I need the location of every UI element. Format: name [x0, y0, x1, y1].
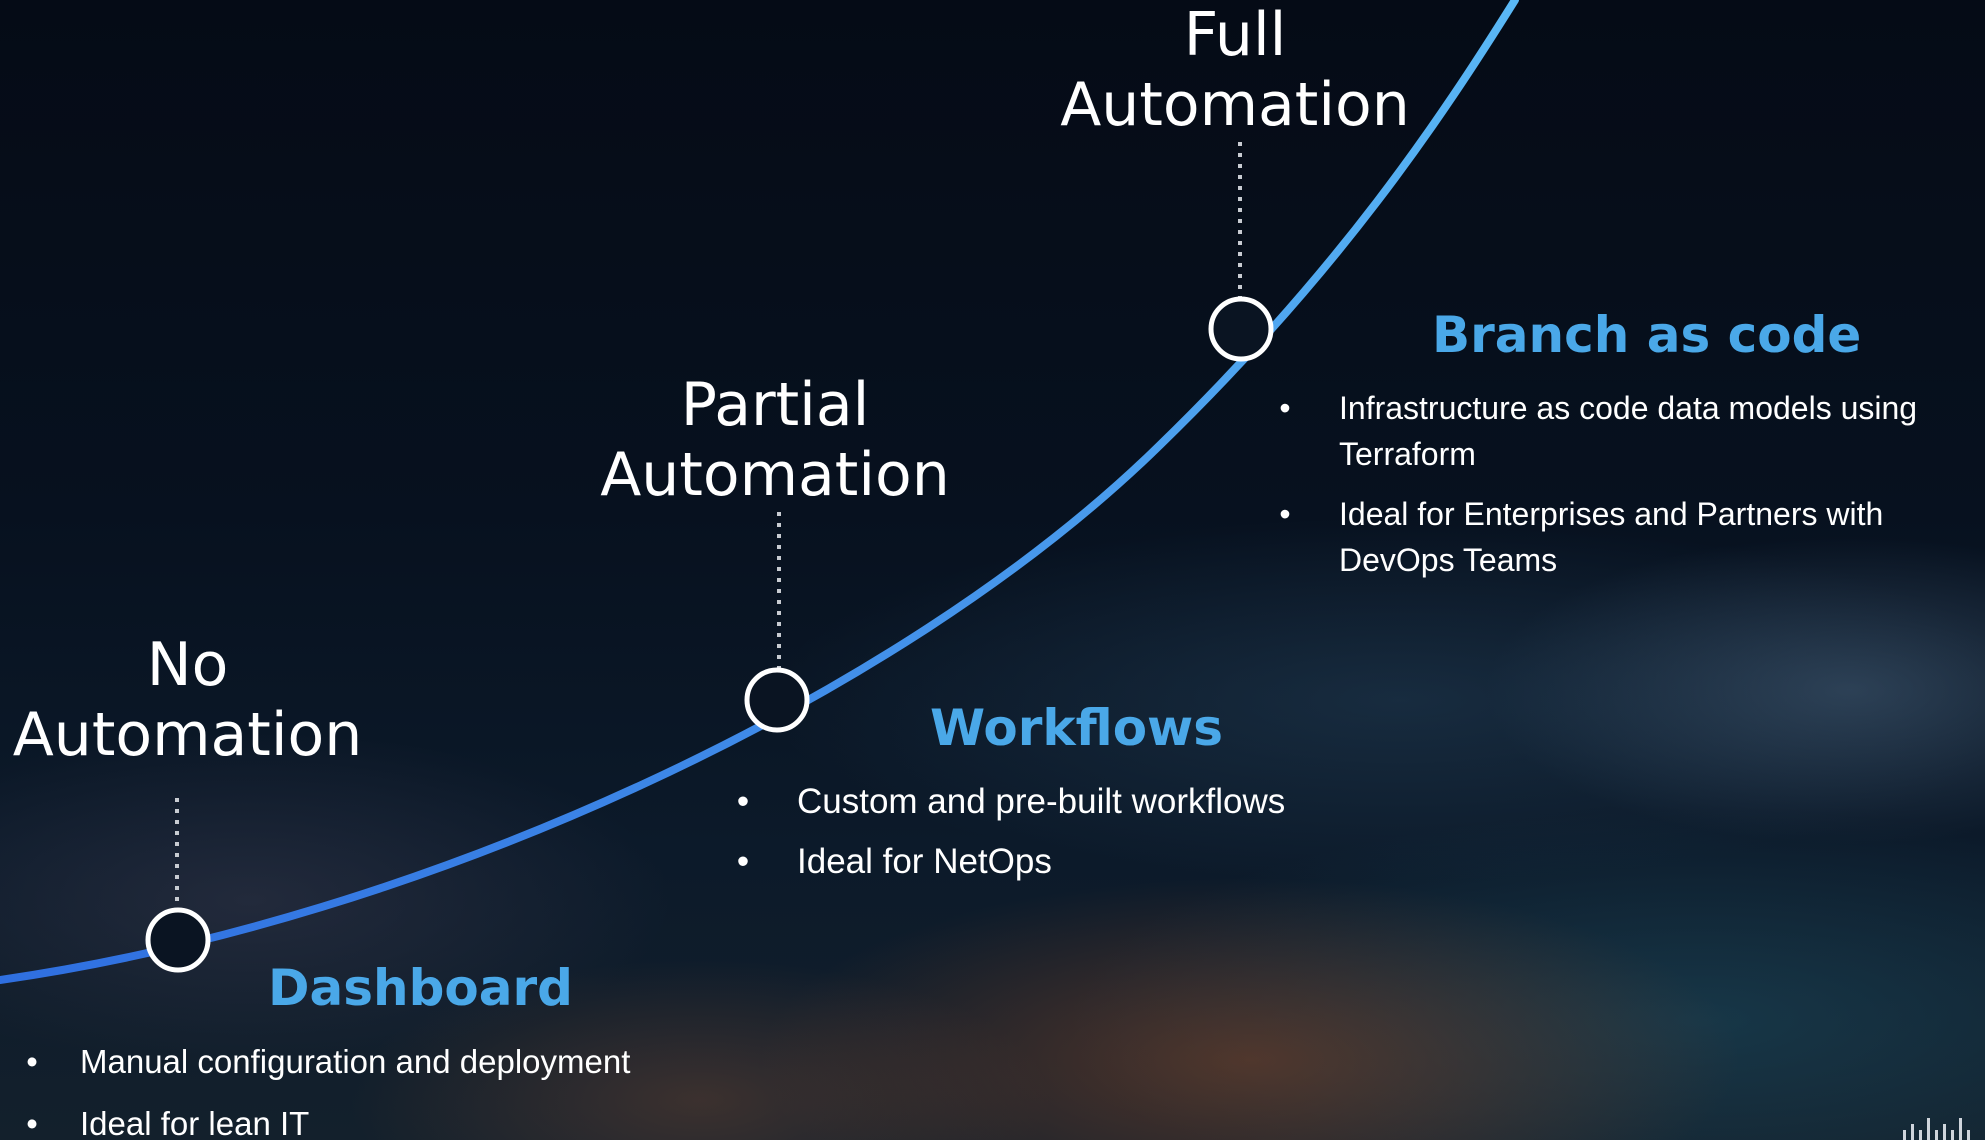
feature-heading-branch-as-code: Branch as code [1432, 306, 1862, 364]
marker-full-automation [1208, 296, 1274, 362]
list-item: • Ideal for NetOps [733, 840, 1493, 884]
stage-title-line: Automation [1060, 70, 1410, 140]
bullet-icon: • [26, 1105, 38, 1140]
dashboard-bullet-list: • Manual configuration and deployment • … [22, 1040, 782, 1140]
feature-heading-workflows: Workflows [930, 699, 1223, 757]
list-item: • Infrastructure as code data models usi… [1275, 385, 1975, 477]
bullet-icon: • [736, 842, 750, 881]
marker-no-automation [145, 907, 211, 973]
bullet-text: Ideal for Enterprises and Partners with … [1339, 496, 1884, 578]
branch-as-code-bullet-list: • Infrastructure as code data models usi… [1275, 385, 1975, 597]
bullet-text: Ideal for lean IT [80, 1105, 310, 1140]
workflows-bullet-list: • Custom and pre-built workflows • Ideal… [733, 780, 1493, 900]
list-item: • Ideal for Enterprises and Partners wit… [1275, 491, 1975, 583]
bullet-icon: • [1279, 496, 1291, 532]
bullet-icon: • [26, 1043, 38, 1080]
stage-title-line: Automation [600, 440, 950, 510]
stage-title-line: Partial [680, 370, 870, 440]
bullet-text: Manual configuration and deployment [80, 1043, 631, 1080]
growth-curve [0, 0, 1519, 984]
bullet-icon: • [1279, 390, 1291, 426]
list-item: • Ideal for lean IT [22, 1102, 782, 1140]
bullet-text: Infrastructure as code data models using… [1339, 390, 1918, 472]
list-item: • Custom and pre-built workflows [733, 780, 1493, 824]
stage-title-full-automation: Full Automation [1040, 0, 1430, 140]
stage-title-line: Full [1183, 0, 1287, 70]
bullet-icon: • [736, 782, 750, 821]
stage-title-partial-automation: Partial Automation [580, 370, 970, 510]
stage-title-line: Automation [12, 700, 363, 770]
bullet-text: Ideal for NetOps [797, 842, 1052, 881]
marker-partial-automation [744, 667, 810, 733]
stage-title-line: No [146, 630, 229, 700]
bullet-text: Custom and pre-built workflows [797, 782, 1286, 821]
feature-heading-dashboard: Dashboard [268, 959, 573, 1017]
stage-title-no-automation: No Automation [0, 630, 375, 770]
cisco-logo-icon [1903, 1118, 1970, 1140]
list-item: • Manual configuration and deployment [22, 1040, 782, 1084]
